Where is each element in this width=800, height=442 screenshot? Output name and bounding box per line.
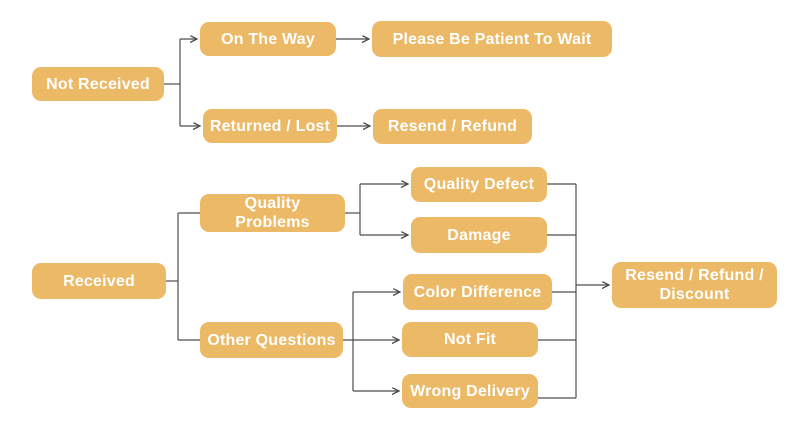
node-quality-problems: Quality Problems bbox=[200, 194, 345, 232]
node-resend-refund: Resend / Refund bbox=[373, 109, 532, 144]
node-quality-defect: Quality Defect bbox=[411, 167, 547, 202]
node-other-questions: Other Questions bbox=[200, 322, 343, 358]
node-on-the-way: On The Way bbox=[200, 22, 336, 56]
node-please-be-patient-to-wait: Please Be Patient To Wait bbox=[372, 21, 612, 57]
node-resend-refund-discount: Resend / Refund / Discount bbox=[612, 262, 777, 308]
node-wrong-delivery: Wrong Delivery bbox=[402, 374, 538, 408]
node-returned-lost: Returned / Lost bbox=[203, 109, 337, 143]
node-not-received: Not Received bbox=[32, 67, 164, 101]
node-damage: Damage bbox=[411, 217, 547, 253]
node-not-fit: Not Fit bbox=[402, 322, 538, 357]
node-color-difference: Color Difference bbox=[403, 274, 552, 310]
node-received: Received bbox=[32, 263, 166, 299]
